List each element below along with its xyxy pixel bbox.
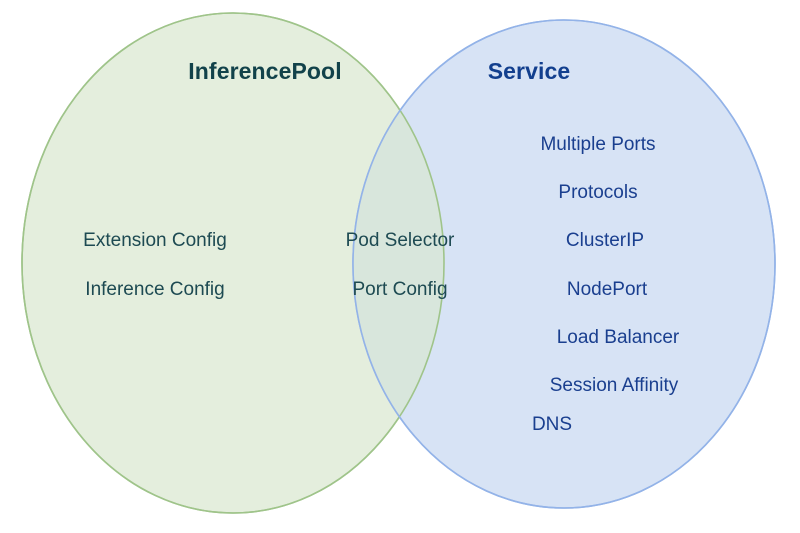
left-set-item-extension-config: Extension Config <box>83 230 227 251</box>
left-circle-outline <box>21 12 445 514</box>
right-set-item-dns: DNS <box>531 414 573 435</box>
right-circle-outline <box>352 19 776 509</box>
right-set-item-load-balancer: Load Balancer <box>556 327 680 348</box>
right-set-title: Service <box>487 58 571 84</box>
right-set-item-protocols: Protocols <box>558 182 638 203</box>
left-set-title: InferencePool <box>188 58 342 84</box>
left-set-item-inference-config: Inference Config <box>85 279 225 300</box>
intersection-item-port-config: Port Config <box>352 279 448 300</box>
right-set-item-clusterip: ClusterIP <box>565 230 645 251</box>
right-set-item-session-affinity: Session Affinity <box>549 375 679 396</box>
intersection-item-pod-selector: Pod Selector <box>345 230 455 251</box>
right-set-item-nodeport: NodePort <box>566 279 648 300</box>
right-set-item-multiple-ports: Multiple Ports <box>540 134 656 155</box>
